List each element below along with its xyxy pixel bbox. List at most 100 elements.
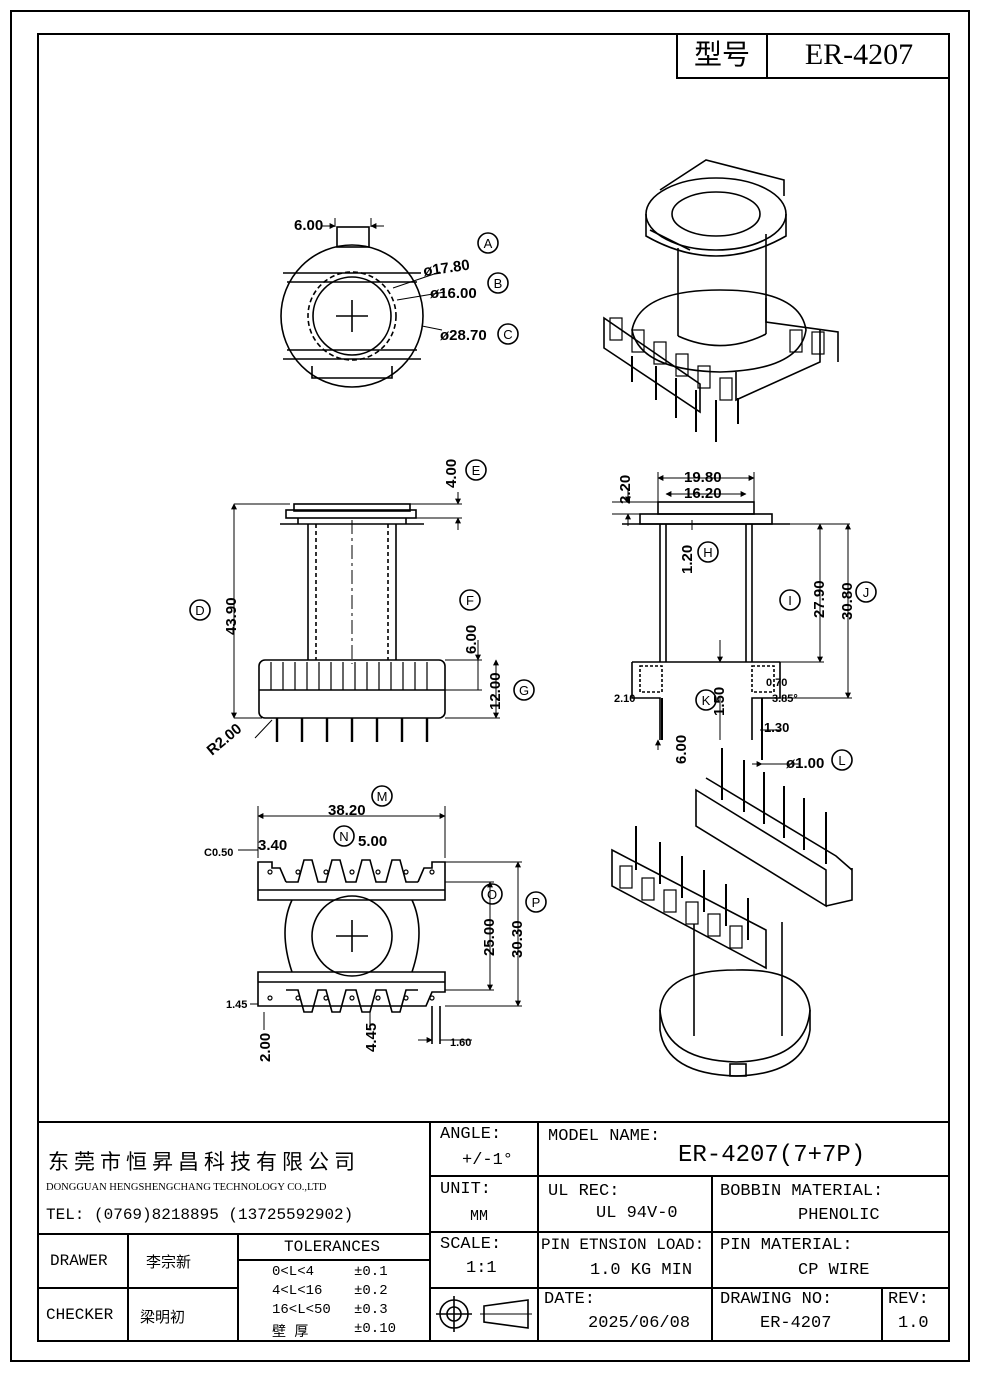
dim-front-5: 27.90 bbox=[811, 580, 828, 618]
balloon-b: B bbox=[494, 276, 503, 291]
angle-value: +/-1° bbox=[462, 1151, 514, 1170]
dim-bottom-6: 30.30 bbox=[509, 920, 526, 958]
model-name-label: MODEL NAME: bbox=[548, 1127, 661, 1146]
rev-value: 1.0 bbox=[898, 1314, 929, 1333]
dim-front-4: 1.20 bbox=[679, 545, 696, 574]
model-header-box: 型号 ER-4207 bbox=[676, 33, 950, 79]
inner-border bbox=[37, 33, 950, 1342]
tolerance-range-1: 0<L<4 bbox=[272, 1264, 315, 1280]
outer-border bbox=[10, 10, 970, 1362]
pin-material-value: CP WIRE bbox=[798, 1261, 870, 1280]
dim-top-3: ø16.00 bbox=[430, 285, 477, 302]
front-view bbox=[612, 472, 877, 771]
balloon-i: I bbox=[788, 593, 792, 608]
balloon-h: H bbox=[703, 545, 712, 560]
ul-label: UL REC: bbox=[548, 1182, 620, 1201]
isometric-top bbox=[603, 159, 839, 442]
balloon-j: J bbox=[863, 585, 870, 600]
dim-bottom-7: 1.45 bbox=[226, 999, 247, 1011]
drawer-name: 李宗新 bbox=[146, 1253, 192, 1271]
drawer-label: DRAWER bbox=[50, 1252, 108, 1270]
dim-bottom-4: 5.00 bbox=[358, 833, 387, 850]
dim-front-9: 6.00 bbox=[673, 735, 690, 764]
top-view bbox=[280, 218, 519, 388]
dim-bottom-2: C0.50 bbox=[204, 847, 233, 859]
balloon-k: K bbox=[702, 693, 711, 708]
tolerances-label: TOLERANCES bbox=[284, 1238, 381, 1256]
dim-side-4: 12.00 bbox=[487, 672, 504, 710]
title-block-grid bbox=[37, 1121, 950, 1342]
dim-front-11: ø1.00 bbox=[786, 755, 824, 772]
dim-bottom-1: 38.20 bbox=[328, 802, 366, 819]
dim-side-5: R2.00 bbox=[204, 720, 246, 759]
bottom-view bbox=[238, 785, 547, 1044]
dim-front-3: 16.20 bbox=[684, 485, 722, 502]
scale-label: SCALE: bbox=[440, 1235, 502, 1254]
company-tel: TEL: (0769)8218895 (13725592902) bbox=[46, 1206, 354, 1224]
ul-value: UL 94V-0 bbox=[596, 1204, 678, 1223]
balloon-f: F bbox=[466, 593, 474, 608]
unit-label: UNIT: bbox=[440, 1180, 492, 1199]
dim-bottom-3: 3.40 bbox=[258, 837, 287, 854]
balloon-p: P bbox=[532, 895, 541, 910]
projection-symbol-icon bbox=[436, 1296, 532, 1332]
balloon-g: G bbox=[519, 683, 529, 698]
balloon-c: C bbox=[503, 327, 512, 342]
balloon-l: L bbox=[838, 753, 845, 768]
drawing-no-label: DRAWING NO: bbox=[720, 1290, 833, 1309]
date-value: 2025/06/08 bbox=[588, 1314, 691, 1333]
balloon-m: M bbox=[377, 789, 388, 804]
company-name-cn: 东莞市恒昇昌科技有限公司 bbox=[48, 1150, 360, 1174]
dim-front-2: 19.80 bbox=[684, 469, 722, 486]
balloon-d: D bbox=[195, 603, 204, 618]
dim-front-8: 1.50 bbox=[711, 687, 728, 716]
dim-front-10: 1.30 bbox=[764, 720, 789, 735]
tolerance-value-2: ±0.2 bbox=[354, 1283, 388, 1299]
company-name-en: DONGGUAN HENGSHENGCHANG TECHNOLOGY CO.,L… bbox=[46, 1182, 327, 1193]
unit-value: MM bbox=[470, 1208, 489, 1225]
tolerance-value-3: ±0.3 bbox=[354, 1302, 388, 1318]
model-header-label: 型号 bbox=[678, 33, 768, 77]
rev-label: REV: bbox=[888, 1290, 929, 1309]
balloon-a: A bbox=[484, 236, 493, 251]
dim-bottom-10: 1.60 bbox=[450, 1037, 471, 1049]
tolerance-range-2: 4<L<16 bbox=[272, 1283, 323, 1299]
isometric-bottom bbox=[611, 748, 853, 1077]
bobbin-material-value: PHENOLIC bbox=[798, 1206, 880, 1225]
checker-label: CHECKER bbox=[46, 1306, 114, 1324]
checker-name: 梁明初 bbox=[140, 1308, 186, 1326]
dim-front-12: 0.70 bbox=[766, 677, 787, 689]
bobbin-material-label: BOBBIN MATERIAL: bbox=[720, 1182, 884, 1201]
dim-top-4: ø28.70 bbox=[440, 327, 487, 344]
side-view bbox=[189, 459, 535, 742]
pin-material-label: PIN MATERIAL: bbox=[720, 1236, 853, 1255]
pin-tension-label: PIN ETNSION LOAD: bbox=[541, 1236, 705, 1254]
date-label: DATE: bbox=[544, 1290, 596, 1309]
model-header-value: ER-4207 bbox=[804, 38, 914, 71]
dim-side-3: 6.00 bbox=[463, 625, 480, 654]
tolerance-value-1: ±0.1 bbox=[354, 1264, 388, 1280]
dim-side-1: 4.00 bbox=[443, 459, 460, 488]
scale-value: 1:1 bbox=[466, 1259, 497, 1278]
drawing-no-value: ER-4207 bbox=[760, 1314, 832, 1333]
tolerance-value-4: ±0.10 bbox=[354, 1321, 397, 1337]
dim-front-13: 3.85° bbox=[772, 693, 798, 705]
balloon-e: E bbox=[472, 463, 481, 478]
tolerance-range-3: 16<L<50 bbox=[272, 1302, 331, 1318]
dim-side-2: 43.90 bbox=[223, 597, 240, 635]
balloon-o: O bbox=[487, 887, 497, 902]
dim-bottom-8: 2.00 bbox=[257, 1033, 274, 1062]
dim-bottom-9: 4.45 bbox=[363, 1023, 380, 1052]
model-name-value: ER-4207(7+7P) bbox=[678, 1142, 866, 1169]
dim-bottom-5: 25.00 bbox=[481, 918, 498, 956]
dim-top-1: 6.00 bbox=[294, 217, 323, 234]
dim-front-1: 2.20 bbox=[617, 475, 634, 504]
dim-front-7: 2.10 bbox=[614, 693, 635, 705]
balloon-n: N bbox=[339, 829, 348, 844]
dim-top-2: ø17.80 bbox=[422, 257, 471, 280]
pin-tension-value: 1.0 KG MIN bbox=[590, 1261, 693, 1280]
dim-front-6: 30.80 bbox=[839, 582, 856, 620]
angle-label: ANGLE: bbox=[440, 1125, 502, 1144]
tolerance-range-4: 壁 厚 bbox=[272, 1325, 309, 1341]
